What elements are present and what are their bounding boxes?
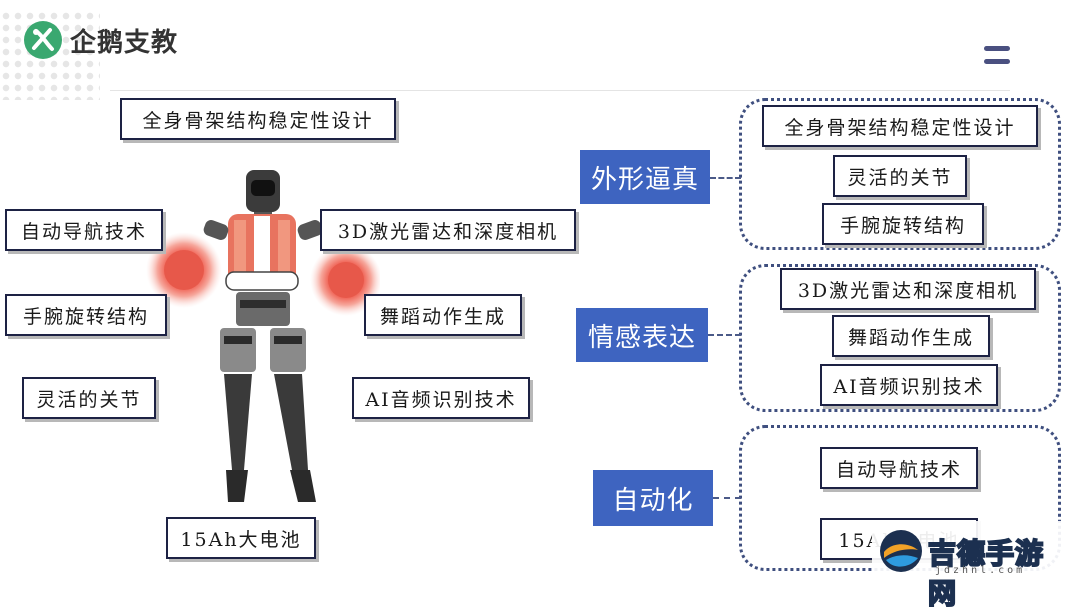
group-realistic-appearance [739,98,1061,250]
watermark-url: jdzhnl.com [935,565,1026,576]
connector-dash [708,334,741,336]
item-flexible-joints: 灵活的关节 [833,155,967,197]
robot-illustration [146,170,380,502]
connector-dash [710,177,741,179]
watermark-logo-icon [880,530,922,572]
connector-dash [713,497,741,499]
category-emotional-expression: 情感表达 [576,308,708,362]
item-dance-generation: 舞蹈动作生成 [832,315,990,357]
item-3d-lidar: 3D激光雷达和深度相机 [780,268,1036,310]
label-auto-navigation: 自动导航技术 [5,209,163,251]
item-auto-navigation: 自动导航技术 [820,447,978,489]
label-flexible-joints: 灵活的关节 [22,377,156,419]
item-ai-audio: AI音频识别技术 [820,364,998,406]
label-dance-generation: 舞蹈动作生成 [364,294,522,336]
brand-name: 企鹅支教 [70,28,179,58]
header-divider [110,90,1010,91]
label-ai-audio: AI音频识别技术 [352,377,530,419]
label-wrist-rotation: 手腕旋转结构 [5,294,167,336]
item-wrist-rotation: 手腕旋转结构 [822,203,984,245]
group-emotional-expression [739,264,1061,412]
label-skeleton-design: 全身骨架结构稳定性设计 [120,98,396,140]
category-automation: 自动化 [593,470,713,526]
label-battery: 15Ah大电池 [166,517,316,559]
item-skeleton-design: 全身骨架结构稳定性设计 [762,105,1038,147]
category-realistic-appearance: 外形逼真 [580,150,710,204]
logo-icon [24,21,62,59]
hamburger-icon[interactable] [984,46,1010,68]
label-3d-lidar: 3D激光雷达和深度相机 [320,209,576,251]
